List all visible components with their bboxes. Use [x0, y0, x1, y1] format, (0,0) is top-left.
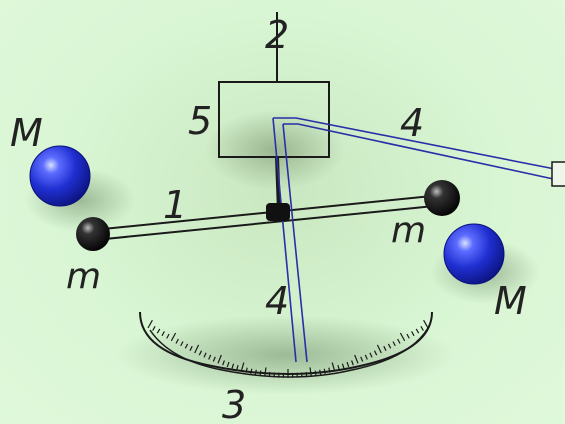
scale-tick [212, 356, 216, 362]
large-mass-right [443, 223, 505, 285]
scale-tick [346, 361, 350, 368]
scale-tick [309, 367, 312, 377]
scale-tick [369, 352, 373, 358]
scale-tick [161, 331, 165, 337]
central-hub [266, 203, 290, 221]
scale-tick [383, 345, 387, 351]
light-ray-to-scale [272, 117, 308, 363]
scale-tick [364, 354, 368, 360]
small-mass-left [76, 217, 110, 251]
label-rod: 1 [163, 183, 187, 227]
scale-tick [231, 363, 235, 369]
scale-tick [198, 350, 203, 356]
scale-tick [406, 333, 410, 339]
scale-tick [337, 365, 340, 371]
scale-tick [166, 333, 170, 339]
mirror-block [218, 81, 330, 158]
scale-tick [180, 341, 184, 347]
scale-tick [423, 319, 429, 329]
label-large-mass-right: M [494, 279, 527, 323]
scale-tick [147, 319, 153, 329]
scale-tick [351, 360, 354, 366]
scale-tick [189, 345, 193, 351]
label-scale: 3 [222, 383, 246, 424]
scale-shadow [115, 315, 455, 395]
scale-tick [264, 367, 267, 377]
label-thread: 2 [265, 13, 289, 57]
scale-tick [399, 332, 406, 342]
scale-tick [376, 344, 382, 354]
scale-tick [152, 326, 156, 331]
scale-tick [245, 367, 248, 373]
scale-tick [222, 360, 225, 366]
scale-tick [268, 371, 271, 377]
label-light-ray-bottom: 4 [265, 279, 289, 323]
reading-scale [139, 311, 433, 378]
scale-tick [240, 362, 245, 372]
scale-tick [341, 363, 345, 369]
telescope-box [551, 161, 565, 187]
scale-tick [420, 326, 424, 331]
label-mirror: 5 [188, 99, 212, 143]
scale-tick [226, 361, 230, 368]
label-small-mass-right: m [391, 210, 426, 251]
scale-tick [360, 356, 364, 362]
scale-tick [156, 328, 161, 334]
large-mass-left [29, 145, 91, 207]
scale-tick [194, 344, 200, 354]
scale-tick [170, 332, 177, 342]
scale-tick [259, 370, 262, 376]
scale-tick [208, 354, 212, 360]
mirror-shadow [205, 110, 345, 190]
scale-tick [373, 350, 378, 356]
scale-tick [411, 331, 415, 337]
scale-tick [328, 367, 331, 373]
light-ray-to-telescope [273, 117, 561, 181]
label-small-mass-left: m [66, 256, 101, 297]
scale-tick [175, 338, 179, 344]
scale-tick [319, 369, 322, 375]
scale-tick [250, 368, 253, 374]
scale-tick [203, 352, 207, 358]
scale-tick [314, 370, 317, 376]
small-mass-right [424, 180, 460, 216]
scale-tick [354, 354, 359, 364]
scale-tick [184, 343, 189, 349]
scale-tick [305, 371, 308, 377]
scale-ticks [147, 319, 429, 378]
scale-tick [415, 328, 420, 334]
scale-tick [387, 343, 392, 349]
scale-tick [217, 354, 222, 364]
scale-tick [323, 368, 326, 374]
scale-tick [397, 338, 401, 344]
scale-tick [236, 365, 239, 371]
scale-tick [392, 341, 396, 347]
label-large-mass-left: M [10, 111, 43, 155]
scale-tick [254, 369, 257, 375]
scale-tick [331, 362, 336, 372]
label-light-ray-top: 4 [400, 101, 424, 145]
